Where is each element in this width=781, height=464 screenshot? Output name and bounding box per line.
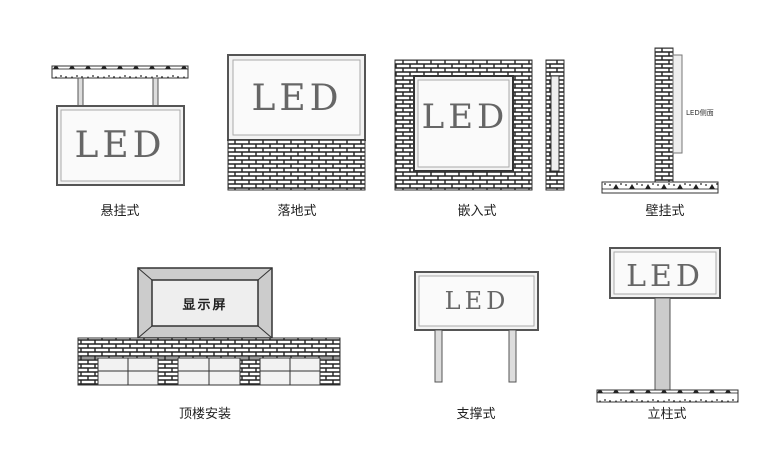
- label-support: 支撑式: [456, 407, 495, 422]
- label-wall: 壁挂式: [645, 204, 684, 219]
- support-installation: LED 支撑式: [414, 271, 539, 422]
- rooftop-installation: 显示屏 顶楼安装: [77, 267, 341, 422]
- sign-text: LED: [251, 78, 342, 119]
- pillar-installation: LED 立柱式: [596, 247, 739, 422]
- label-floor: 落地式: [277, 204, 316, 219]
- embedded-installation: LED 嵌入式: [394, 59, 565, 219]
- sign-text: LED: [422, 97, 509, 137]
- sign-text: 显示屏: [182, 298, 227, 313]
- label-pillar: 立柱式: [647, 407, 686, 422]
- sign-text: LED: [74, 125, 165, 166]
- hanging-installation: LED 悬挂式: [51, 65, 189, 219]
- sign-text: LED: [626, 259, 704, 294]
- wall-installation: LED侧面 壁挂式: [601, 47, 719, 219]
- label-hanging: 悬挂式: [100, 204, 139, 219]
- floor-installation: LED 落地式: [227, 54, 366, 219]
- label-rooftop: 顶楼安装: [179, 407, 231, 422]
- side-label: LED侧面: [686, 108, 714, 117]
- sign-text: LED: [445, 287, 510, 315]
- label-embedded: 嵌入式: [457, 204, 496, 219]
